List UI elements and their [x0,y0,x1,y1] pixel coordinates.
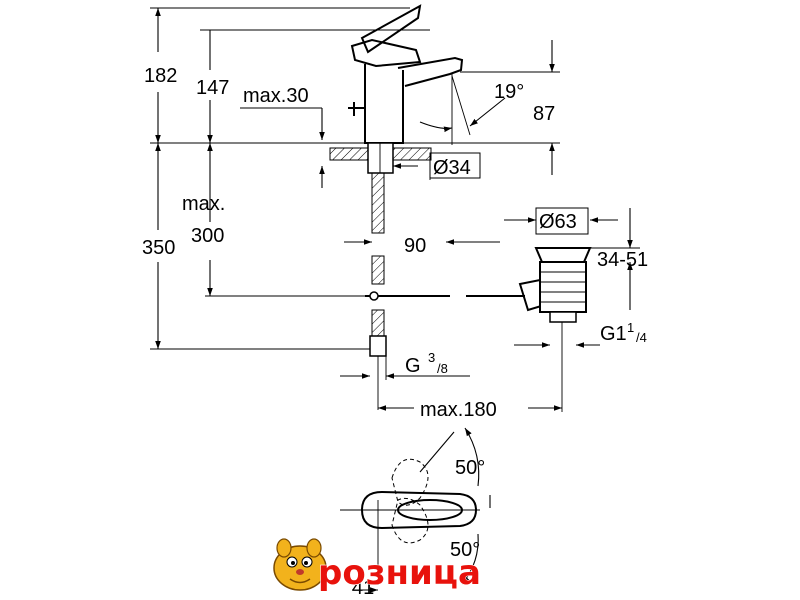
dim-90: 90 [404,235,426,257]
svg-text:/8: /8 [437,361,448,376]
dim-19-degrees: 19° [494,81,524,103]
dim-diameter-63: Ø63 [539,211,577,233]
svg-text:1: 1 [627,320,634,335]
dim-max30: max.30 [243,85,309,107]
dim-350: 350 [142,237,175,259]
svg-text:3: 3 [428,350,435,365]
roznitsa-logo: розница [273,538,482,594]
logo-text: розница [318,553,481,593]
dim-50-degrees-bottom: 50° [450,539,480,561]
countertop-section [329,142,481,180]
svg-text:/4: /4 [636,330,647,345]
supply-hose [340,172,563,412]
dimension-labels: 182 147 max.30 19° 87 Ø34 max. 350 300 9… [142,65,648,599]
svg-text:G: G [405,355,421,377]
dim-41: 41 [352,577,374,599]
top-view-lever [340,427,491,593]
dim-diameter-34: Ø34 [433,157,471,179]
dim-g-three-eighths: G 3 /8 [405,350,448,377]
dim-300: 300 [191,225,224,247]
dim-max180: max.180 [420,399,497,421]
dim-34-51: 34-51 [597,249,648,271]
svg-text:G1: G1 [600,323,627,345]
pop-up-waste [365,207,640,348]
dim-147: 147 [196,77,229,99]
dim-182: 182 [144,65,177,87]
dim-50-degrees-top: 50° [455,457,485,479]
faucet-body [348,4,560,175]
dim-87: 87 [533,103,555,125]
mascot-icon [273,538,327,591]
dim-max-word: max. [182,193,225,215]
dim-g1-quarter: G1 1 /4 [600,320,647,345]
left-dimension-lines [150,7,560,350]
